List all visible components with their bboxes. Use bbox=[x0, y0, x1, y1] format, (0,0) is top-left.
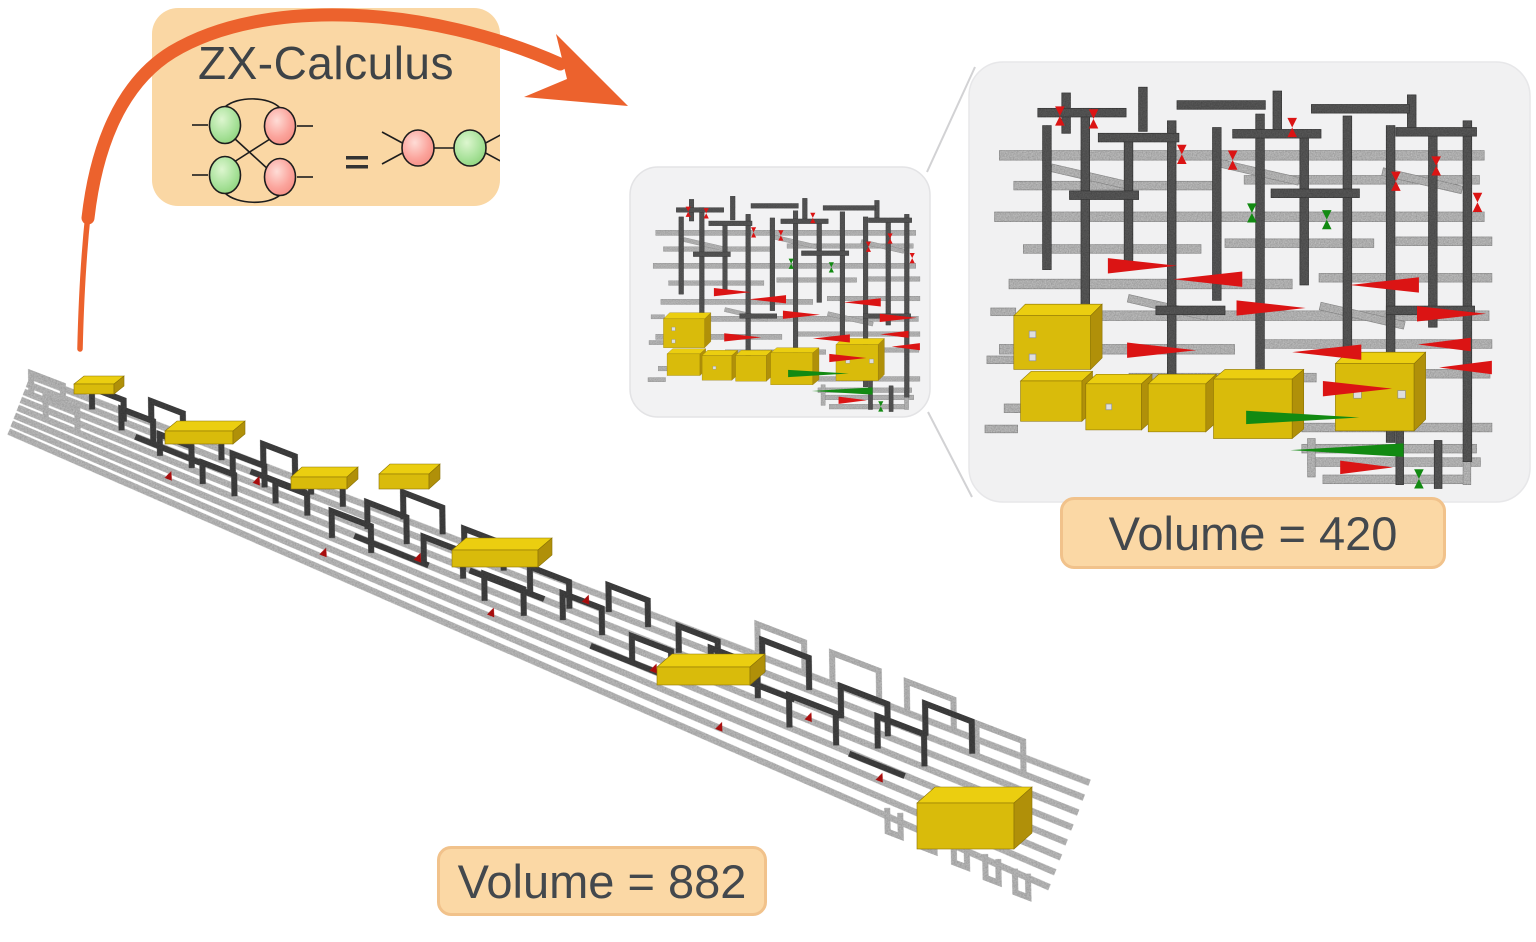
equals-sign bbox=[346, 156, 368, 169]
zx-red-node bbox=[263, 106, 297, 146]
long-structure-light-loops bbox=[28, 368, 1032, 902]
volume-before-label: Volume = 882 bbox=[437, 846, 767, 916]
callout-line-top bbox=[926, 66, 976, 173]
arrow-head bbox=[524, 34, 628, 106]
inset-structure bbox=[648, 196, 920, 411]
long-structure-dark-loops bbox=[88, 383, 976, 779]
zx-diagram bbox=[192, 98, 500, 204]
zx-green-node bbox=[453, 129, 487, 167]
arrow-tail bbox=[77, 211, 91, 352]
zx-red-node bbox=[263, 157, 297, 197]
long-structure-red-marks bbox=[164, 470, 883, 783]
zx-green-node bbox=[208, 105, 242, 145]
callout-line-bottom bbox=[927, 411, 973, 498]
zoom-panel bbox=[968, 61, 1531, 503]
zoom-structure bbox=[985, 87, 1492, 488]
zx-green-node bbox=[208, 155, 242, 195]
inset-preview-box bbox=[629, 166, 931, 418]
volume-after-label: Volume = 420 bbox=[1060, 497, 1446, 569]
long-structure-yellow-blocks bbox=[73, 375, 1033, 850]
zx-red-node bbox=[401, 129, 435, 167]
long-structure bbox=[7, 368, 1091, 902]
zx-calculus-box: ZX-Calculus bbox=[152, 8, 500, 206]
long-structure-rails bbox=[7, 372, 1091, 891]
zx-box-title: ZX-Calculus bbox=[197, 37, 454, 89]
